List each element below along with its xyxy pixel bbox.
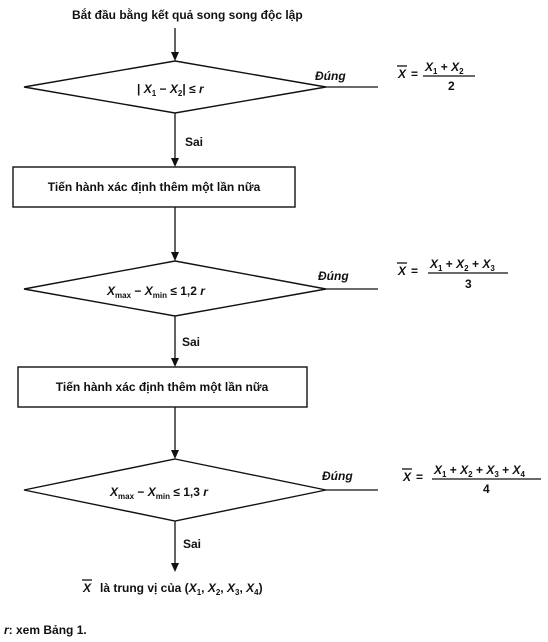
arrow-3	[171, 450, 179, 459]
svg-text:4: 4	[483, 482, 490, 496]
svg-text:X: X	[82, 581, 92, 595]
svg-text:=: =	[411, 264, 418, 278]
svg-text:X1 + X2: X1 + X2	[424, 60, 464, 76]
decision-2-condition: Xmax − Xmin ≤ 1,2 r	[106, 284, 206, 300]
result-formula-1: X = X1 + X2 2	[397, 60, 475, 93]
svg-text:X: X	[397, 67, 407, 81]
svg-text:3: 3	[465, 277, 472, 291]
footnote: r: xem Bảng 1.	[4, 623, 87, 637]
yes-label-2: Đúng	[318, 269, 349, 283]
yes-label-3: Đúng	[322, 469, 353, 483]
process-box-2	[17, 366, 308, 408]
process-box-1	[12, 166, 296, 208]
arrow-start	[171, 52, 179, 61]
svg-text:X: X	[402, 470, 412, 484]
yes-label-1: Đúng	[315, 69, 346, 83]
result-formula-3: X = X1 + X2 + X3 + X4 4	[402, 463, 541, 496]
arrow-no-1	[171, 158, 179, 167]
process-label-2: Tiến hành xác định thêm một lần nữa	[56, 380, 269, 394]
decision-3-condition: Xmax − Xmin ≤ 1,3 r	[109, 485, 209, 501]
no-label-3: Sai	[183, 537, 201, 551]
process-label-1: Tiến hành xác định thêm một lần nữa	[48, 180, 261, 194]
start-label: Bắt đầu bằng kết quả song song độc lập	[72, 7, 303, 22]
svg-text:=: =	[416, 470, 423, 484]
svg-text:là trung vị của (X1, X2, X3, X: là trung vị của (X1, X2, X3, X4)	[100, 581, 263, 597]
no-label-1: Sai	[185, 135, 203, 149]
svg-text:=: =	[411, 67, 418, 81]
no-label-2: Sai	[182, 335, 200, 349]
arrow-2	[171, 252, 179, 261]
svg-text:X1 + X2 + X3: X1 + X2 + X3	[429, 257, 495, 273]
result-formula-2: X = X1 + X2 + X3 3	[397, 257, 508, 291]
decision-1-condition: | X1 − X2| ≤ r	[137, 82, 205, 98]
svg-text:X: X	[397, 264, 407, 278]
final-result: X là trung vị của (X1, X2, X3, X4)	[82, 579, 263, 597]
svg-text:2: 2	[448, 79, 455, 93]
arrow-no-2	[171, 358, 179, 367]
arrow-no-3	[171, 563, 179, 572]
svg-text:X1 + X2 + X3 + X4: X1 + X2 + X3 + X4	[433, 463, 525, 479]
